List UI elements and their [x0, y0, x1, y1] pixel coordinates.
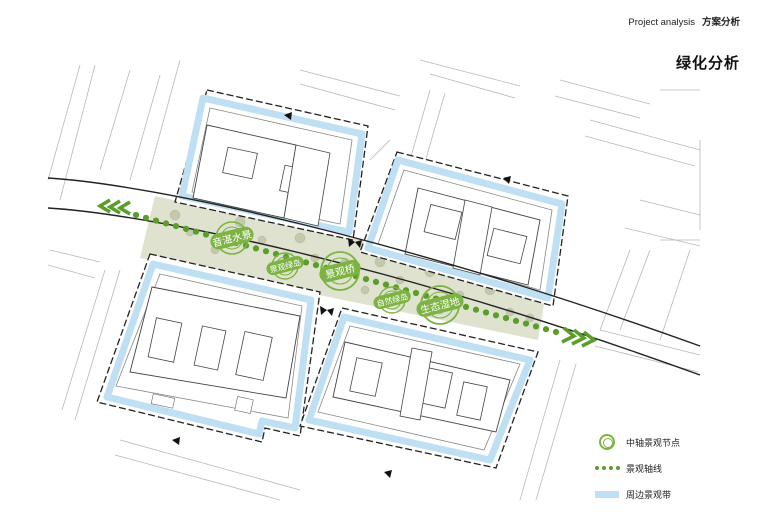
block-southeast [299, 307, 539, 469]
axis-dot [162, 220, 170, 227]
access-arrows [172, 112, 511, 478]
legend-item-perimeter-band: 周边景观带 [592, 482, 742, 506]
page-header: Project analysis 方案分析 [628, 14, 740, 28]
axis-dot [252, 245, 260, 252]
node-labels: 音湛水景 景观绿岛 景观桥 自然绿岛 生态湿地 [210, 226, 464, 317]
legend-item-axis-node: 中轴景观节点 [592, 430, 742, 454]
header-chinese: 方案分析 [701, 17, 740, 28]
dotted-line-icon [594, 466, 620, 470]
axis-dot [362, 276, 370, 283]
axis-dot [532, 323, 540, 330]
axis-dot [142, 214, 150, 221]
axis-dot [492, 312, 500, 319]
axis-dot [412, 289, 420, 297]
axis-dot [522, 320, 530, 327]
axis-dot [152, 217, 160, 224]
axis-dot [202, 231, 210, 238]
header-english: Project analysis [628, 17, 695, 28]
axis-dot [302, 259, 310, 266]
axis-dot [502, 315, 510, 322]
legend-label: 景观轴线 [626, 464, 663, 475]
axis-dot [132, 211, 140, 219]
block-northwest [174, 89, 369, 241]
street-grid [47, 59, 701, 501]
axis-dot [552, 328, 560, 336]
axis-dot [182, 225, 190, 232]
legend-label: 中轴景观节点 [626, 438, 681, 449]
block-northeast [359, 151, 569, 307]
axis-dot [542, 326, 550, 333]
axis-dot [262, 248, 270, 255]
blue-band-icon [595, 490, 619, 498]
axis-dot [472, 306, 480, 313]
axis-dot [462, 303, 470, 310]
axis-chevrons [96, 198, 598, 348]
axis-dot [482, 309, 490, 316]
axis-dot [372, 278, 380, 285]
legend-label: 周边景观带 [626, 490, 672, 501]
page-title: 绿化分析 [675, 54, 740, 72]
block-southwest [96, 253, 321, 443]
axis-dot [192, 228, 200, 235]
axis-dot [312, 262, 320, 269]
legend-item-axis-line: 景观轴线 [592, 456, 742, 480]
axis-dot [382, 281, 390, 288]
axis-dot [172, 223, 180, 230]
legend: 中轴景观节点 景观轴线 周边景观带 [592, 430, 742, 508]
double-ring-icon [599, 434, 615, 450]
axis-dot [512, 317, 520, 324]
